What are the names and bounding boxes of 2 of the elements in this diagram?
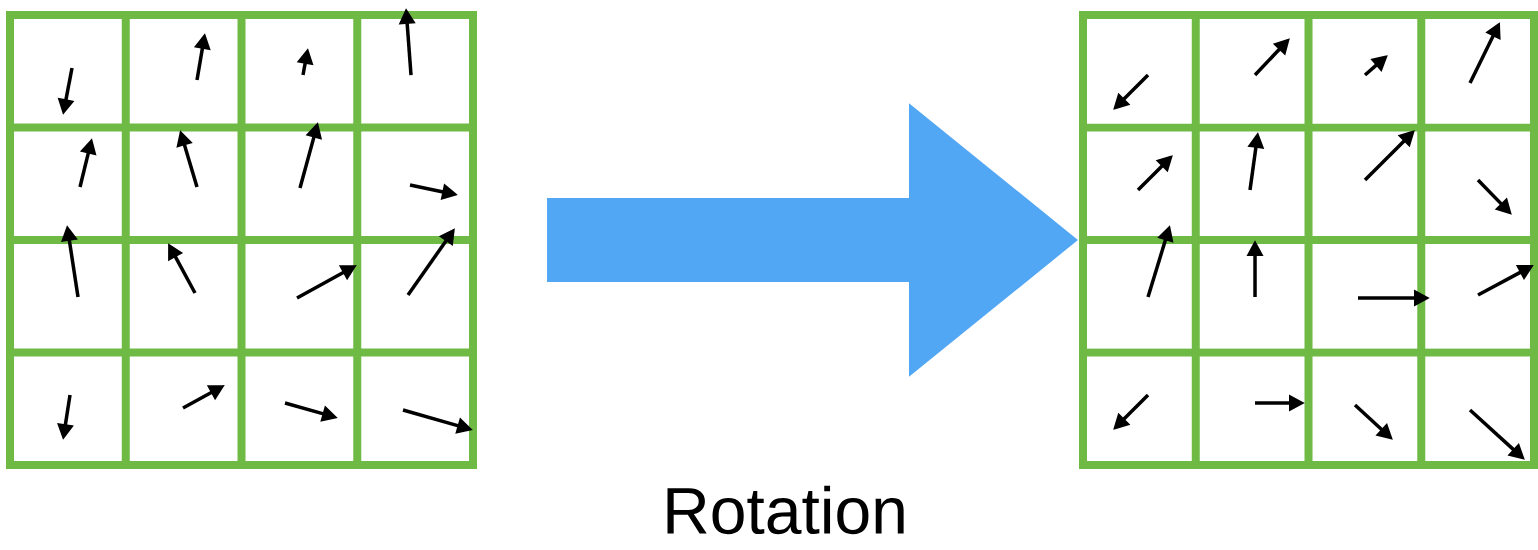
vector-grid-drawing — [1079, 11, 1538, 469]
edge-label: Rotation — [667, 485, 904, 535]
